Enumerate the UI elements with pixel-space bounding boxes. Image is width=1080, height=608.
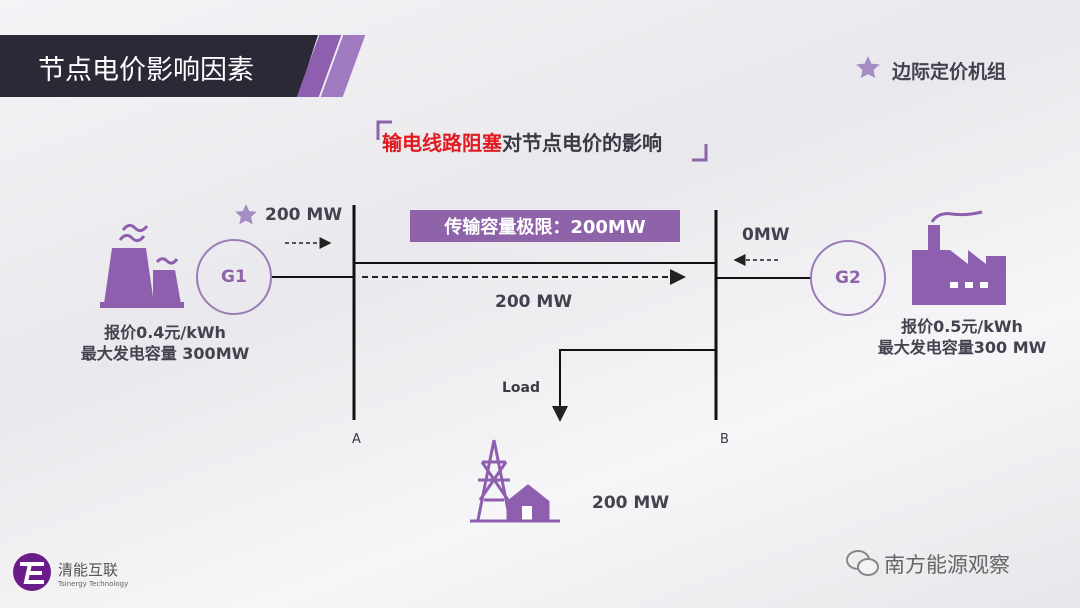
subtitle-rest: 对节点电价的影响 — [502, 131, 662, 155]
line-flow-label: 200 MW — [495, 292, 573, 312]
title-bar — [0, 35, 318, 97]
g2-label: G2 — [835, 268, 861, 288]
g1-capacity: 最大发电容量 300MW — [80, 344, 250, 363]
bus-a-label: A — [352, 432, 361, 447]
power-plant-icon — [912, 210, 1006, 305]
g1-output: 200 MW — [265, 205, 343, 225]
g1-price: 报价0.4元/kWh — [104, 323, 226, 342]
g2-capacity: 最大发电容量300 MW — [877, 338, 1047, 357]
legend-label: 边际定价机组 — [892, 61, 1007, 83]
marginal-star-icon — [234, 203, 258, 231]
logo-name: 清能互联 — [58, 561, 119, 579]
star-icon — [855, 55, 881, 85]
bus-b-label: B — [720, 432, 729, 447]
g2-output: 0MW — [742, 225, 790, 245]
load-tower-icon — [470, 439, 560, 523]
factory-icon — [100, 223, 184, 308]
g1-circle — [196, 239, 272, 315]
subtitle-brackets — [376, 120, 708, 162]
capacity-limit-box: 传输容量极限：200MW — [410, 210, 680, 242]
logo-icon — [12, 552, 52, 596]
g1-label: G1 — [221, 267, 247, 287]
load-label: Load — [502, 380, 541, 396]
subtitle-highlight: 输电线路阻塞 — [382, 131, 502, 155]
wechat-icon — [845, 548, 881, 582]
logo-subtitle: Tsinergy Technology — [58, 580, 129, 588]
load-line — [552, 349, 716, 422]
load-value: 200 MW — [592, 493, 670, 513]
g2-info: 报价0.5元/kWh 最大发电容量300 MW — [862, 316, 1062, 358]
subtitle: 输电线路阻塞对节点电价的影响 — [382, 127, 662, 156]
g2-circle — [810, 240, 886, 316]
watermark: 南方能源观察 — [884, 553, 1010, 577]
g2-price: 报价0.5元/kWh — [901, 317, 1023, 336]
page-title: 节点电价影响因素 — [38, 55, 254, 86]
g1-info: 报价0.4元/kWh 最大发电容量 300MW — [70, 322, 260, 364]
